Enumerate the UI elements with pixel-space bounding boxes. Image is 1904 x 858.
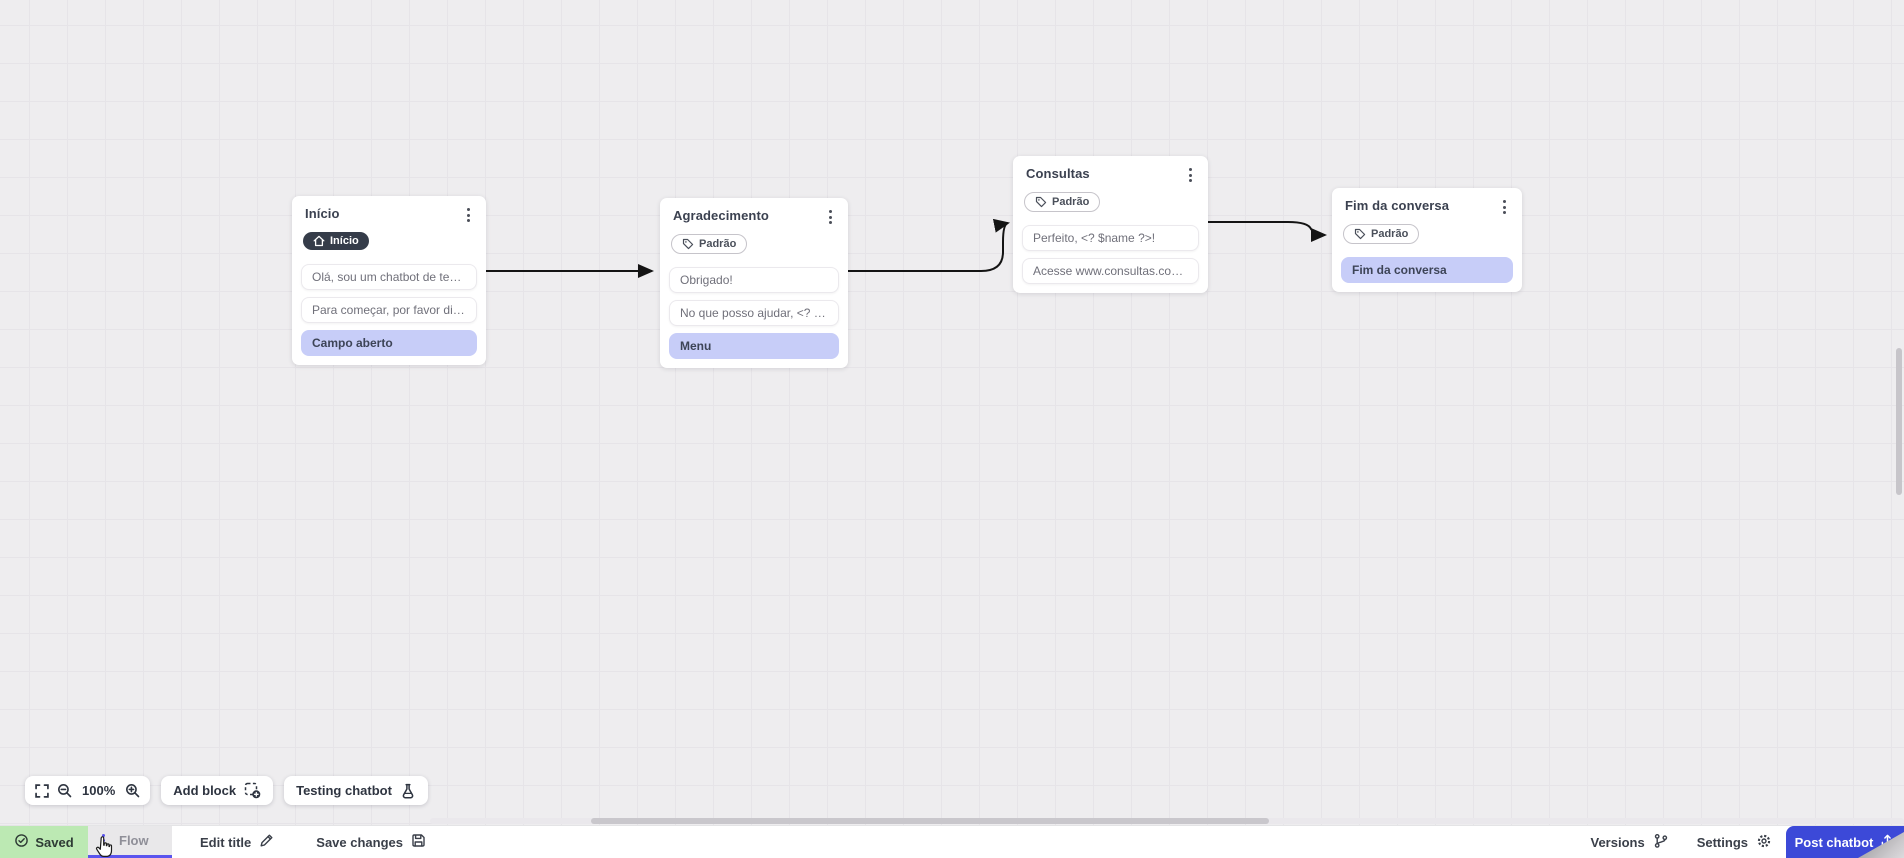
home-icon <box>313 235 325 247</box>
add-block-button[interactable]: Add block <box>161 776 274 805</box>
node-badge-label: Padrão <box>1052 195 1090 208</box>
node-menu-kebab-icon[interactable] <box>1185 166 1196 184</box>
post-chatbot-button[interactable]: Post chatbot <box>1786 826 1904 858</box>
node-cards: Obrigado! No que posso ajudar, <? $name .… <box>669 267 839 359</box>
node-badge-row: Padrão <box>1022 192 1199 213</box>
node-badge-label: Início <box>330 234 359 247</box>
flow-tab-label: Flow <box>119 833 149 848</box>
hand-cursor <box>93 836 115 858</box>
node-title: Fim da conversa <box>1345 198 1450 213</box>
message-card[interactable]: Olá, sou um chatbot de teste! <box>301 264 477 290</box>
bottom-bar: Saved Flow Edit title Save changes <box>0 825 1904 858</box>
node-header: Início <box>301 206 477 224</box>
node-badge-padrão[interactable]: Padrão <box>1343 224 1420 244</box>
tag-icon <box>1354 228 1366 240</box>
floppy-save-icon <box>411 833 426 851</box>
message-card[interactable]: Perfeito, <? $name ?>! <box>1022 225 1199 251</box>
node-header: Consultas <box>1022 166 1199 184</box>
node-badge-label: Padrão <box>1371 227 1409 240</box>
node-cards: Olá, sou um chatbot de teste! Para começa… <box>301 264 477 356</box>
node-header: Fim da conversa <box>1341 198 1513 216</box>
node-badge-label: Padrão <box>699 237 737 250</box>
tag-icon <box>682 238 694 250</box>
canvas-toolbar: 100% Add block Testing chatbot <box>25 776 428 805</box>
node-header: Agradecimento <box>669 208 839 226</box>
horizontal-scrollbar-track[interactable] <box>430 818 1904 824</box>
action-card[interactable]: Campo aberto <box>301 330 477 356</box>
edit-title-button[interactable]: Edit title <box>186 826 288 858</box>
saved-status-badge: Saved <box>0 826 88 858</box>
versions-label: Versions <box>1590 834 1645 850</box>
saved-status-label: Saved <box>35 834 74 850</box>
bottom-bar-spacer <box>440 826 1577 858</box>
node-menu-kebab-icon[interactable] <box>825 208 836 226</box>
testing-chatbot-button[interactable]: Testing chatbot <box>284 776 428 805</box>
tag-icon <box>1035 196 1047 208</box>
node-title: Agradecimento <box>673 208 769 223</box>
magnifier-plus-icon[interactable] <box>125 783 140 798</box>
gear-icon <box>1756 833 1772 852</box>
flask-icon <box>400 783 416 799</box>
message-card[interactable]: No que posso ajudar, <? $name ... <box>669 300 839 326</box>
edit-title-label: Edit title <box>200 834 252 850</box>
git-branch-icon <box>1653 833 1669 852</box>
add-block-label: Add block <box>173 783 237 798</box>
magnifier-minus-icon[interactable] <box>57 783 72 798</box>
save-changes-button[interactable]: Save changes <box>302 826 440 858</box>
zoom-level-value: 100% <box>82 783 116 798</box>
post-chatbot-label: Post chatbot <box>1794 834 1874 850</box>
action-card[interactable]: Fim da conversa <box>1341 257 1513 283</box>
node-badge-row: Padrão <box>669 234 839 255</box>
testing-chatbot-label: Testing chatbot <box>296 783 392 798</box>
node-badge-início[interactable]: Início <box>303 232 369 250</box>
message-card[interactable]: Acesse www.consultas.com par... <box>1022 258 1199 284</box>
node-badge-padrão[interactable]: Padrão <box>1024 192 1101 212</box>
node-title: Consultas <box>1026 166 1090 181</box>
action-card[interactable]: Menu <box>669 333 839 359</box>
node-title: Início <box>305 206 340 221</box>
settings-button[interactable]: Settings <box>1683 826 1786 858</box>
node-menu-kebab-icon[interactable] <box>1499 198 1510 216</box>
node-cards: Perfeito, <? $name ?>! Acesse www.consult… <box>1022 225 1199 284</box>
dashed-square-plus-icon <box>244 782 261 799</box>
node-badge-row: Início <box>301 232 477 252</box>
flow-canvas[interactable] <box>0 0 1904 825</box>
node-badge-row: Padrão <box>1341 224 1513 245</box>
horizontal-scrollbar-thumb[interactable] <box>591 818 1269 824</box>
message-card[interactable]: Para começar, por favor digite o ... <box>301 297 477 323</box>
node-badge-padrão[interactable]: Padrão <box>671 234 748 254</box>
message-card[interactable]: Obrigado! <box>669 267 839 293</box>
save-changes-label: Save changes <box>316 834 403 850</box>
pencil-icon <box>259 833 274 851</box>
node-cards: Fim da conversa <box>1341 257 1513 283</box>
vertical-scrollbar-thumb[interactable] <box>1896 348 1902 495</box>
versions-button[interactable]: Versions <box>1577 826 1683 858</box>
settings-label: Settings <box>1696 834 1748 850</box>
zoom-controls: 100% <box>25 776 151 805</box>
check-circle-icon <box>14 833 29 851</box>
fullscreen-corners-icon[interactable] <box>35 783 49 798</box>
node-menu-kebab-icon[interactable] <box>463 206 474 224</box>
